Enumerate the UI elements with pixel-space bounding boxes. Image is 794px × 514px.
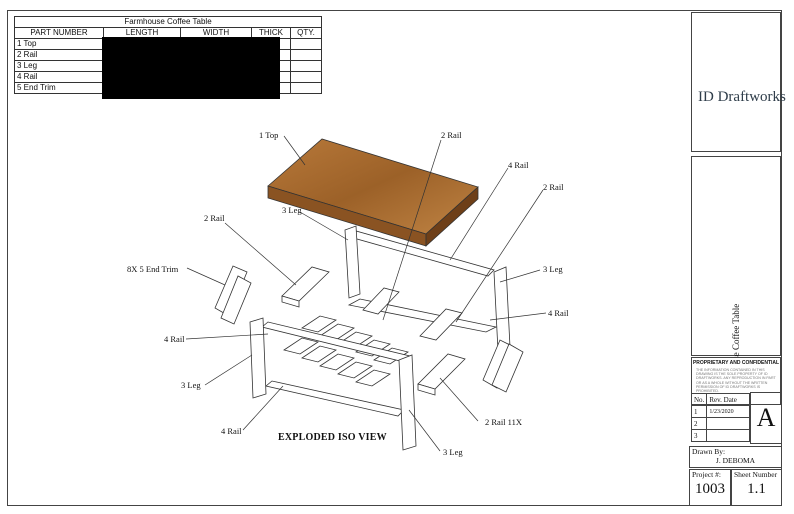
label-rail-4c: 4 Rail	[164, 334, 185, 344]
front-right-leg	[398, 354, 417, 451]
label-rail-2c: 2 Rail	[204, 213, 225, 223]
drawn-by-label: Drawn By:	[692, 447, 726, 456]
label-rail-2a: 2 Rail	[441, 130, 462, 140]
company-name: ID Draftworks	[698, 89, 786, 105]
logo-box: ID Draftworks	[691, 12, 786, 152]
label-leg-3c: 3 Leg	[181, 380, 201, 390]
label-top: 1 Top	[259, 130, 279, 140]
rev-no: 2	[690, 417, 708, 430]
proprietary-heading: PROPRIETARY AND CONFIDENTIAL	[692, 360, 780, 366]
label-rail-4d: 4 Rail	[221, 426, 242, 436]
rev-date	[706, 429, 751, 442]
table-row: 2	[690, 417, 751, 430]
table-row: 1 1/23/2020	[690, 405, 751, 418]
drawn-by-box: Drawn By: J. DEBOMA	[689, 446, 782, 468]
redacted-dimensions-block	[102, 37, 280, 99]
rev-date	[706, 417, 751, 430]
rev-date: 1/23/2020	[706, 405, 751, 418]
parts-table-header: PART NUMBER LENGTH WIDTH THICK QTY.	[14, 27, 322, 39]
proprietary-text: THE INFORMATION CONTAINED IN THIS DRAWIN…	[696, 368, 776, 394]
rev-header-no: No.	[690, 393, 708, 406]
project-number-label: Project #:	[692, 470, 721, 479]
front-lower-rail	[265, 380, 405, 417]
label-leg-3d: 3 Leg	[443, 447, 463, 457]
label-leg-3a: 3 Leg	[282, 205, 302, 215]
revision-letter: A	[750, 392, 782, 444]
part-number: 5 End Trim	[14, 82, 104, 94]
rev-header-date: Rev. Date	[706, 393, 751, 406]
project-title-box: Farmhouse Coffee Table	[691, 156, 781, 392]
revision-table: No. Rev. Date 1 1/23/2020 2 3	[690, 393, 751, 442]
label-rail-4a: 4 Rail	[508, 160, 529, 170]
short-rail-left	[281, 266, 330, 302]
label-leg-3b: 3 Leg	[543, 264, 563, 274]
label-rail-4b: 4 Rail	[548, 308, 569, 318]
drawing-sheet-border	[7, 10, 782, 506]
project-number-box: Project #: 1003	[689, 469, 731, 506]
rev-no: 3	[690, 429, 708, 442]
front-left-leg	[249, 317, 267, 399]
table-row: 3	[690, 429, 751, 442]
view-title: EXPLODED ISO VIEW	[278, 432, 387, 443]
sheet-number-label: Sheet Number	[734, 470, 778, 479]
label-end-trim: 8X 5 End Trim	[127, 264, 179, 274]
back-left-leg	[344, 225, 361, 299]
drawn-by-name: J. DEBOMA	[715, 456, 756, 465]
inner-rail-a	[362, 287, 400, 315]
exploded-iso-drawing	[185, 135, 547, 452]
tabletop-side	[425, 186, 479, 247]
project-number: 1003	[695, 481, 725, 497]
sheet-number-box: Sheet Number 1.1	[731, 469, 782, 506]
label-rail-2b: 2 Rail	[543, 182, 564, 192]
sheet-number: 1.1	[747, 481, 766, 497]
label-rail-2d: 2 Rail 11X	[485, 417, 522, 427]
rev-no: 1	[690, 405, 708, 418]
